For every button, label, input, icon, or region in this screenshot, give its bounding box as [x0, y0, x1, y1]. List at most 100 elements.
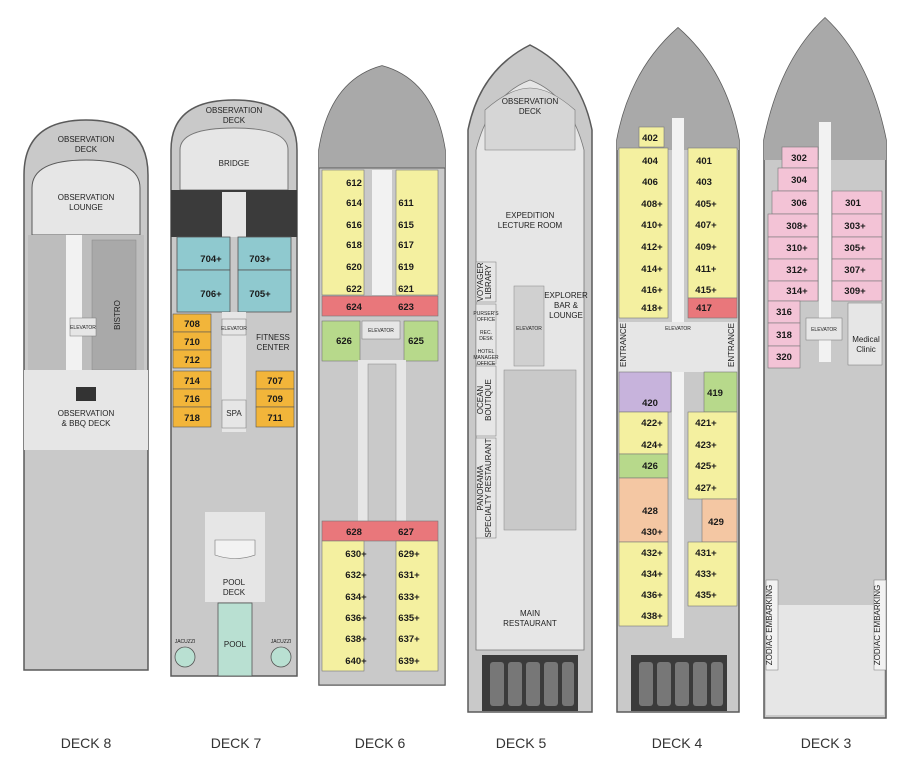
deck7-bridge-label: BRIDGE [219, 159, 250, 168]
deck5-panorama-label-1: PANORAMA [476, 465, 485, 511]
deck7-cabin-711: 711 [267, 413, 283, 424]
deck5-library-label-1: VOYAGER [476, 262, 485, 301]
deck4-cabin-407: 407+ [695, 220, 717, 231]
deck8-elevator-label: ELEVATOR [70, 325, 96, 331]
deck6-cabin-633: 633+ [398, 592, 420, 603]
deck3-cabin-320: 320 [776, 352, 792, 363]
deck6-cabin-638: 638+ [345, 634, 367, 645]
deck-3: 302 304 306 308+ 310+ 312+ 314+ 316 318 … [763, 16, 887, 751]
deck3-cabin-316: 316 [776, 307, 792, 318]
deck6-cabin-634: 634+ [345, 592, 367, 603]
deck4-cabin-414: 414+ [641, 264, 663, 275]
deck4-cabin-427: 427+ [695, 483, 717, 494]
deck4-cabin-422: 422+ [641, 418, 663, 429]
deck4-name: DECK 4 [652, 735, 703, 751]
deck4-cabin-425: 425+ [695, 461, 717, 472]
deck8-obs-bbq-label-1: OBSERVATION [58, 409, 115, 418]
deck8-obs-deck-label-2: DECK [75, 145, 98, 154]
deck3-elevator-label: ELEVATOR [811, 327, 837, 333]
deck5-lecture-label-1: EXPEDITION [506, 211, 555, 220]
deck6-cabin-636: 636+ [345, 613, 367, 624]
deck3-medical-label-2: Clinic [856, 345, 876, 354]
deck5-hotel-label-1: HOTEL [478, 349, 495, 355]
deck5-bar-label-3: LOUNGE [549, 311, 583, 320]
deck5-rec-label-2: DESK [479, 336, 493, 342]
deck7-cabin-705: 705+ [249, 289, 271, 300]
deck6-name: DECK 6 [355, 735, 406, 751]
deck7-jacuzzi-left-label: JACUZZI [175, 639, 196, 645]
deck-6: 612 614 616 618 620 622 611 615 617 619 … [318, 65, 446, 751]
deck8-obs-lounge-label-1: OBSERVATION [58, 193, 115, 202]
deck7-orange-left-cabins [172, 313, 212, 428]
deck7-cabin-716: 716 [184, 394, 200, 405]
deck4-cabin-409: 409+ [695, 242, 717, 253]
deck3-cabin-308: 308+ [786, 221, 808, 232]
deck4-cabin-435: 435+ [695, 590, 717, 601]
deck3-zodiac-left: ZODIAC EMBARKING [765, 585, 774, 665]
deck5-hotel-label-3: OFFICE [477, 361, 496, 367]
deck3-medical-label-1: Medical [852, 335, 880, 344]
deck4-cabin-423: 423+ [695, 440, 717, 451]
deck-8: OBSERVATION DECK OBSERVATION LOUNGE BIST… [23, 119, 149, 751]
deck8-obs-bbq-label-2: & BBQ DECK [62, 419, 112, 428]
deck4-cabin-416: 416+ [641, 285, 663, 296]
deck3-cabin-310: 310+ [786, 243, 808, 254]
deck7-cabin-706: 706+ [200, 289, 222, 300]
deck7-obs-deck-label-2: DECK [223, 116, 246, 125]
deck4-cabin-412: 412+ [641, 242, 663, 253]
deck6-cabin-635: 635+ [398, 613, 420, 624]
deck7-name: DECK 7 [211, 735, 262, 751]
deck5-purser-label-1: PURSER'S [473, 311, 499, 317]
deck6-cabin-627: 627 [398, 527, 414, 538]
deck6-cabin-631: 631+ [398, 570, 420, 581]
deck6-cabin-614: 614 [346, 198, 363, 209]
deck4-cabin-428: 428 [642, 506, 658, 517]
deck4-cabin-420: 420 [642, 398, 658, 409]
deck5-main-label-1: MAIN [520, 609, 540, 618]
deck5-bar-label-1: EXPLORER [544, 291, 588, 300]
deck6-cabin-632: 632+ [345, 570, 367, 581]
deck3-cabin-301: 301 [845, 198, 862, 209]
deck6-cabin-628: 628 [346, 527, 362, 538]
deck5-obs-deck-label-1: OBSERVATION [502, 97, 559, 106]
deck6-cabin-624: 624 [346, 302, 363, 313]
deck6-cabin-616: 616 [346, 220, 362, 231]
deck5-lecture-label-2: LECTURE ROOM [498, 221, 563, 230]
deck6-cabin-630: 630+ [345, 549, 367, 560]
deck7-orange-right-cabins [255, 370, 295, 428]
deck7-cabin-707: 707 [267, 376, 283, 387]
deck4-cabin-406: 406 [642, 177, 658, 188]
deck6-cabin-618: 618 [346, 240, 362, 251]
deck4-cabin-415: 415+ [695, 285, 717, 296]
deck4-cabin-419: 419 [707, 388, 723, 399]
deck3-cabin-309: 309+ [844, 286, 866, 297]
deck6-cabin-612: 612 [346, 178, 362, 189]
deck3-cabin-302: 302 [791, 153, 807, 164]
deck6-cabin-626: 626 [336, 336, 352, 347]
deck7-fitness-label-2: CENTER [257, 343, 290, 352]
deck4-cabin-430: 430+ [641, 527, 663, 538]
deck7-pool-label: POOL [224, 640, 247, 649]
deck6-cabin-619: 619 [398, 262, 414, 273]
deck7-obs-deck-label-1: OBSERVATION [206, 106, 263, 115]
deck6-cabin-623: 623 [398, 302, 414, 313]
deck3-cabin-314: 314+ [786, 286, 808, 297]
deck3-cabin-318: 318 [776, 330, 792, 341]
deck7-cabin-709: 709 [267, 394, 283, 405]
deck4-cabin-402: 402 [642, 133, 658, 144]
deck5-main-label-2: RESTAURANT [503, 619, 557, 628]
deck7-cabin-703: 703+ [249, 254, 271, 265]
deck4-cabin-436: 436+ [641, 590, 663, 601]
deck6-cabin-620: 620 [346, 262, 362, 273]
deck6-cabin-625: 625 [408, 336, 425, 347]
deck-4: 402 404 406 408+ 410+ 412+ 414+ 416+ 418… [616, 27, 740, 751]
deck4-entrance-left: ENTRANCE [619, 323, 628, 367]
deck6-cabin-615: 615 [398, 220, 415, 231]
deck4-cabin-438: 438+ [641, 611, 663, 622]
deck4-elevator-label: ELEVATOR [665, 326, 691, 332]
deck5-panorama-label-2: SPECIALTY RESTAURANT [484, 438, 493, 537]
deck3-pink-right [831, 190, 883, 302]
deck5-boutique-label-1: OCEAN [476, 386, 485, 415]
deck3-zodiac-right: ZODIAC EMBARKING [873, 585, 882, 665]
deck5-name: DECK 5 [496, 735, 547, 751]
